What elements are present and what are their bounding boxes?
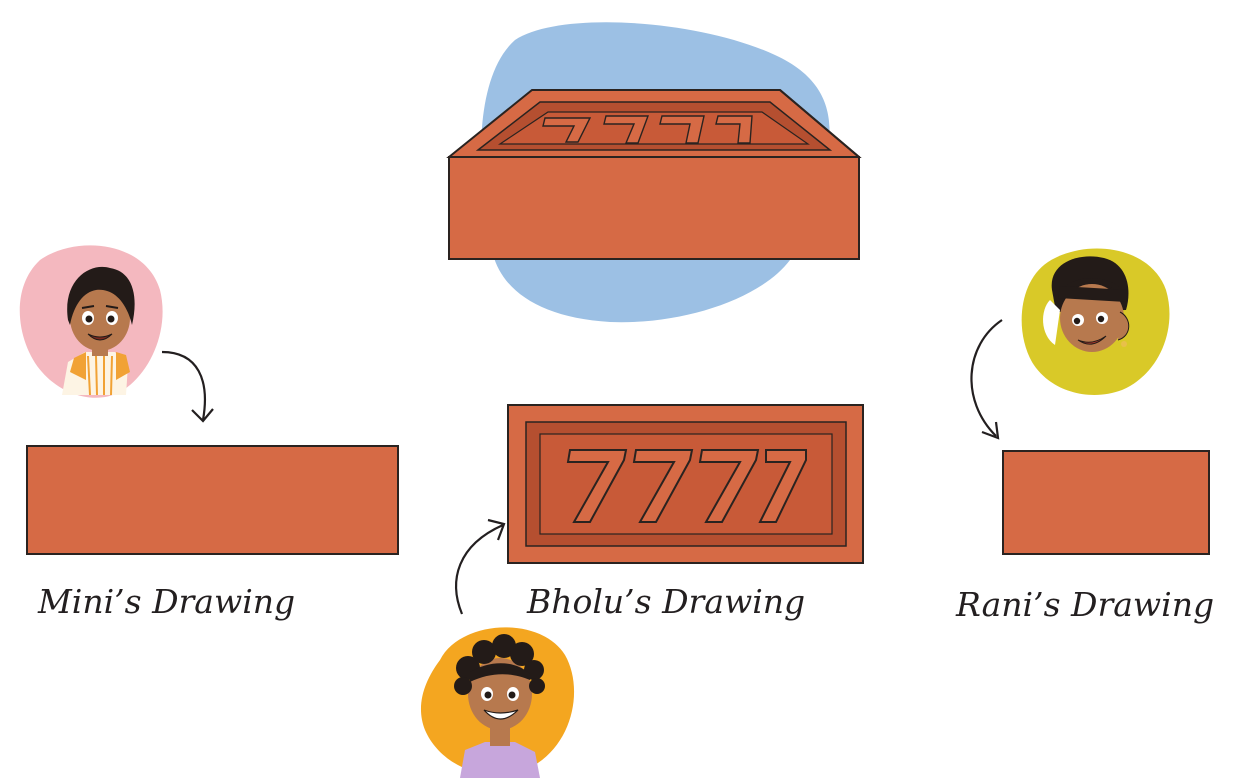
bholu-curved-arrow-icon (455, 523, 504, 615)
rani-avatar-icon (1043, 256, 1130, 352)
mini-brick-rect (26, 445, 399, 555)
embossed-7777 (566, 449, 807, 523)
bholu-group (420, 404, 864, 778)
rani-curved-arrow-icon (970, 319, 1003, 437)
bholu-drawing-caption: Bholu’s Drawing (527, 582, 806, 621)
mini-group (19, 245, 399, 555)
rani-brick-rect (1002, 450, 1210, 555)
bholu-avatar-icon (454, 634, 545, 778)
brick-3d (446, 22, 862, 323)
mini-avatar-icon (62, 266, 135, 396)
mini-curved-arrow-icon (161, 350, 207, 421)
rani-group (970, 248, 1210, 555)
mini-drawing-caption: Mini’s Drawing (38, 582, 296, 621)
rani-drawing-caption: Rani’s Drawing (956, 585, 1215, 624)
brick-front-face (448, 156, 860, 260)
